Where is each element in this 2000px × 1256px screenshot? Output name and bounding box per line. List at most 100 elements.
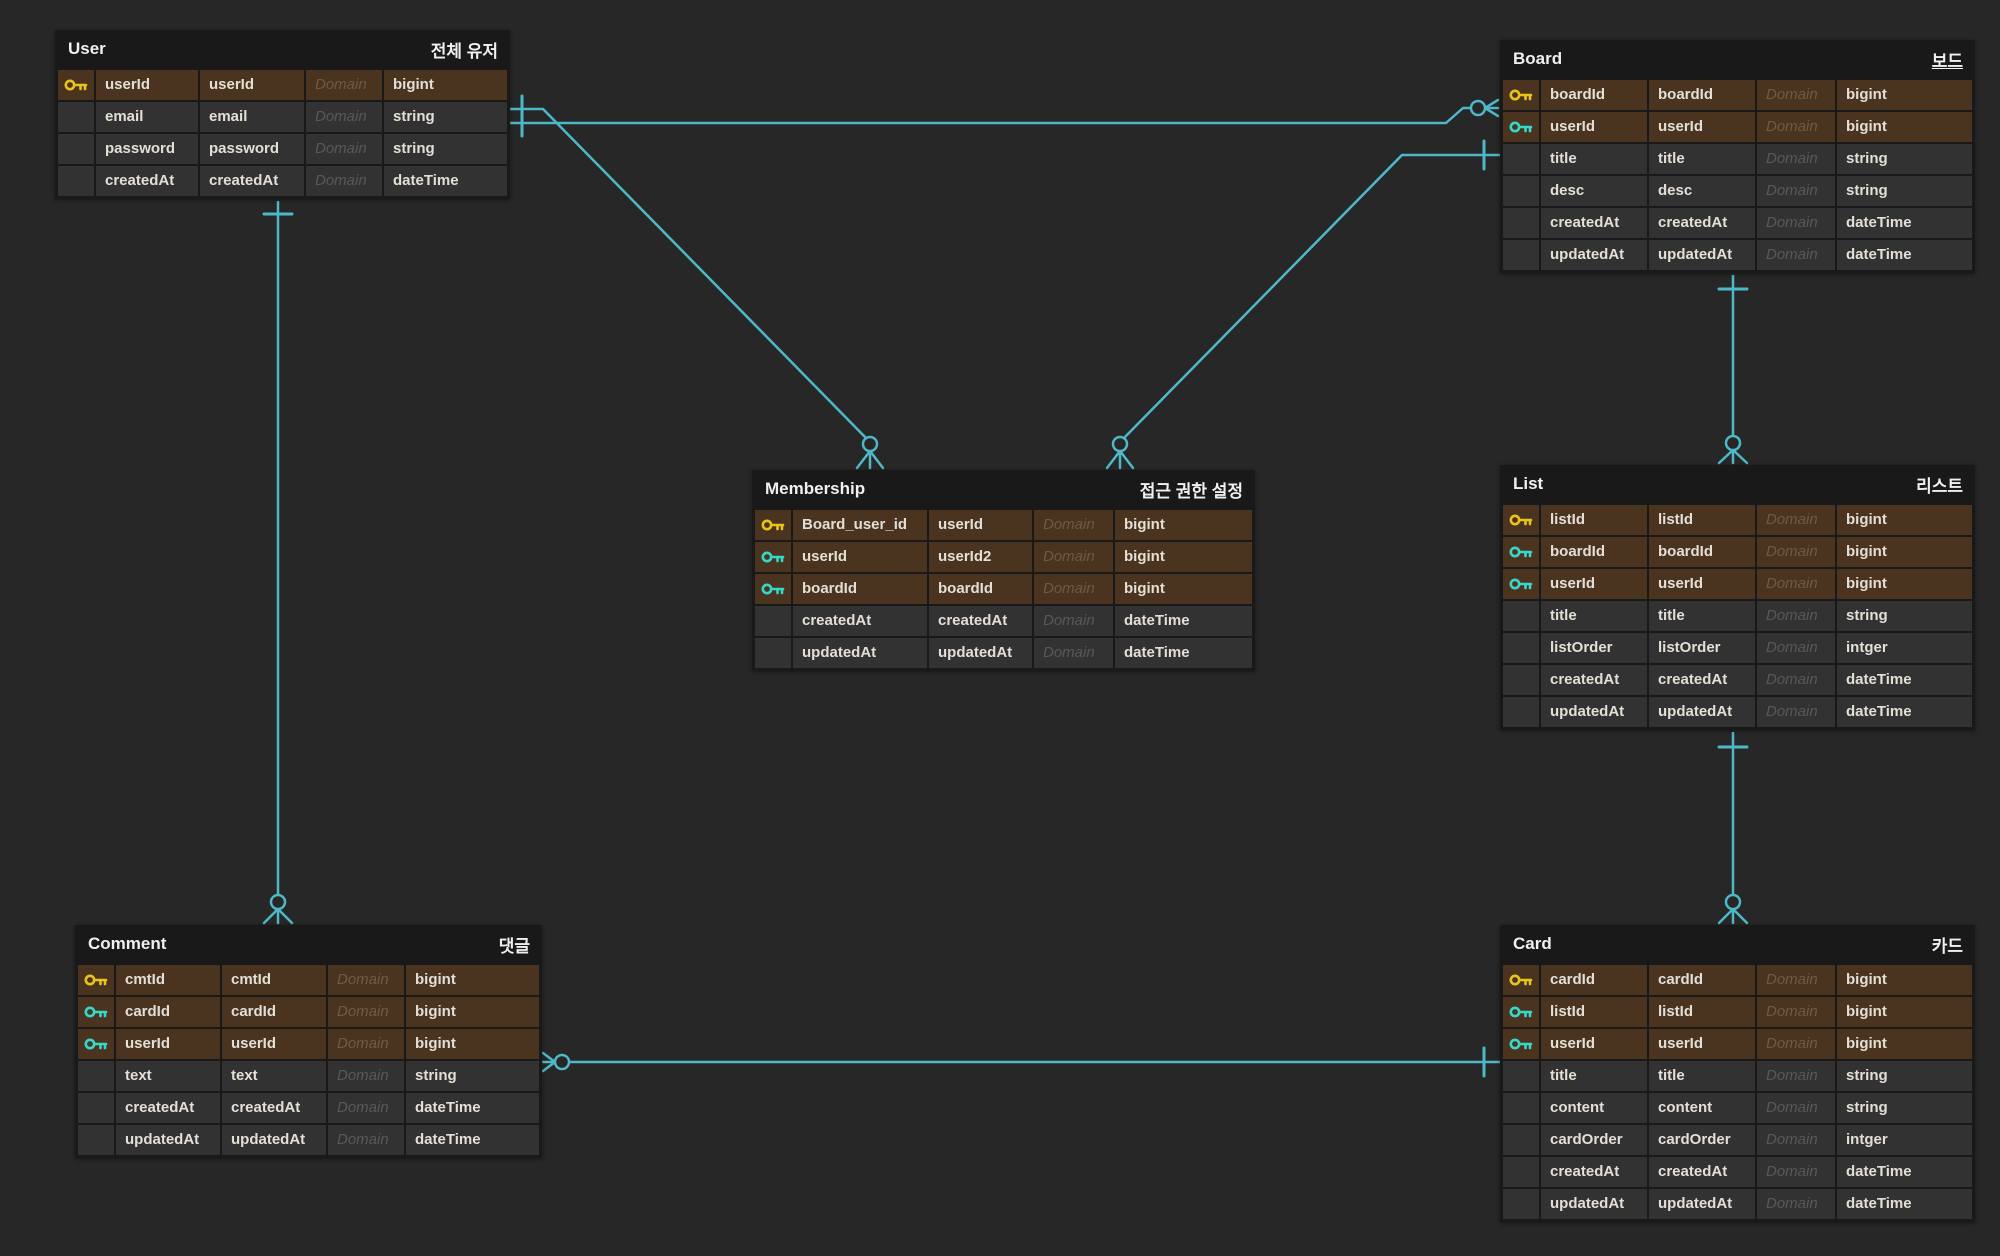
foreign-key-icon bbox=[84, 1038, 108, 1050]
primary-key-icon bbox=[1509, 514, 1533, 526]
domain-placeholder: Domain bbox=[1757, 601, 1835, 631]
empty-key-cell bbox=[1503, 176, 1539, 206]
physical-name: listId bbox=[1649, 997, 1755, 1027]
relationship-user-board[interactable] bbox=[510, 98, 1500, 125]
data-type: bigint bbox=[1837, 965, 1972, 995]
physical-name: userId bbox=[222, 1029, 326, 1059]
physical-name: userId bbox=[929, 510, 1032, 540]
domain-placeholder: Domain bbox=[1757, 569, 1835, 599]
logical-name: listId bbox=[1541, 505, 1647, 535]
relationship-line[interactable] bbox=[510, 107, 867, 439]
logical-name: updatedAt bbox=[1541, 1189, 1647, 1219]
domain-placeholder: Domain bbox=[1757, 240, 1835, 270]
foreign-key-cell bbox=[755, 574, 791, 604]
cardinality-zero-circle-icon bbox=[1469, 99, 1487, 117]
relationship-board-list[interactable] bbox=[1717, 275, 1749, 465]
relationship-card-comment[interactable] bbox=[541, 1046, 1500, 1078]
domain-placeholder: Domain bbox=[1757, 697, 1835, 727]
domain-placeholder: Domain bbox=[1034, 542, 1113, 572]
logical-name: boardId bbox=[1541, 537, 1647, 567]
relationship-list-card[interactable] bbox=[1717, 732, 1749, 925]
empty-key-cell bbox=[78, 1061, 114, 1091]
relationship-line[interactable] bbox=[510, 106, 1471, 125]
domain-placeholder: Domain bbox=[1757, 112, 1835, 142]
primary-key-cell bbox=[1503, 965, 1539, 995]
logical-name: email bbox=[96, 102, 198, 132]
relationship-user-membership[interactable] bbox=[510, 94, 885, 470]
physical-name: boardId bbox=[1649, 537, 1755, 567]
physical-name: boardId bbox=[1649, 80, 1755, 110]
data-type: string bbox=[406, 1061, 539, 1091]
physical-name: createdAt bbox=[1649, 1157, 1755, 1187]
crow-foot-many-icon bbox=[541, 1060, 557, 1073]
domain-placeholder: Domain bbox=[1034, 638, 1113, 668]
logical-name: createdAt bbox=[1541, 665, 1647, 695]
table-name: List bbox=[1513, 474, 1544, 493]
foreign-key-cell bbox=[78, 1029, 114, 1059]
empty-key-cell bbox=[755, 606, 791, 636]
empty-key-cell bbox=[58, 134, 94, 164]
relationship-user-comment[interactable] bbox=[262, 201, 294, 925]
table-name: User bbox=[68, 39, 106, 58]
physical-name: listId bbox=[1649, 505, 1755, 535]
data-type: string bbox=[384, 134, 507, 164]
crow-foot-many-icon bbox=[1105, 449, 1122, 470]
domain-placeholder: Domain bbox=[1757, 1125, 1835, 1155]
foreign-key-icon bbox=[84, 1006, 108, 1018]
relationship-board-membership[interactable] bbox=[1105, 139, 1500, 470]
domain-placeholder: Domain bbox=[1757, 1029, 1835, 1059]
relationship-line[interactable] bbox=[1123, 153, 1500, 439]
foreign-key-cell bbox=[1503, 537, 1539, 567]
foreign-key-cell bbox=[1503, 569, 1539, 599]
empty-key-cell bbox=[78, 1125, 114, 1155]
